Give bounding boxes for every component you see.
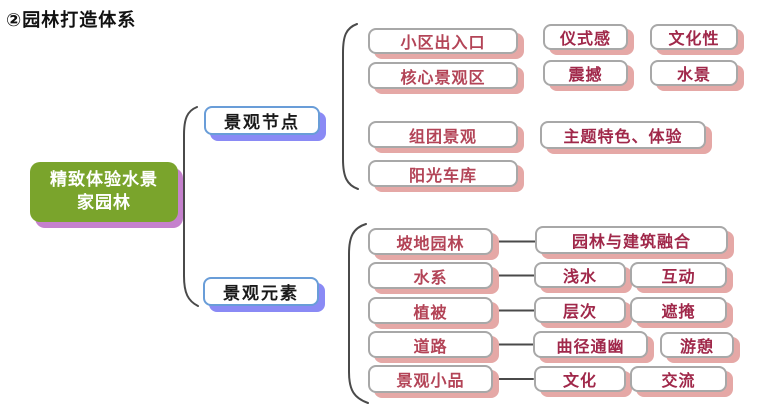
tag-label: 文化 xyxy=(562,373,597,390)
tag-label: 震撼 xyxy=(568,67,603,84)
tag-ceremony: 仪式感 xyxy=(543,24,628,50)
tag-winding-paths: 曲径通幽 xyxy=(533,331,648,358)
tag-shallow-water: 浅水 xyxy=(534,262,626,288)
node-label: 植被 xyxy=(413,304,448,322)
tag-label: 仪式感 xyxy=(559,31,611,48)
bracket-root-to-branches xyxy=(183,106,199,307)
tag-label: 互动 xyxy=(661,269,696,286)
node-roads: 道路 xyxy=(368,331,493,358)
node-core-landscape-area: 核心景观区 xyxy=(368,62,518,89)
branch-landscape-elements: 景观元素 xyxy=(203,277,319,306)
page-title: ②园林打造体系 xyxy=(6,10,137,30)
node-vegetation: 植被 xyxy=(368,297,493,324)
tag-leisure: 游憩 xyxy=(660,332,734,358)
node-label: 小区出入口 xyxy=(400,35,486,52)
tag-cultural-character: 文化性 xyxy=(650,24,738,50)
tag-theme-experience: 主题特色、体验 xyxy=(540,121,706,149)
tag-label: 交流 xyxy=(661,373,696,390)
tag-label: 遮掩 xyxy=(661,304,696,321)
node-label: 道路 xyxy=(413,338,448,356)
node-label: 水系 xyxy=(413,269,448,287)
branch-label: 景观元素 xyxy=(223,284,299,303)
node-label: 组团景观 xyxy=(408,128,477,146)
node-slope-garden: 坡地园林 xyxy=(368,228,493,255)
tag-shock: 震撼 xyxy=(543,60,628,86)
tag-communication: 交流 xyxy=(630,366,727,392)
tag-label: 水景 xyxy=(676,67,711,84)
node-community-entrance: 小区出入口 xyxy=(368,28,518,54)
tag-culture: 文化 xyxy=(534,366,626,392)
node-label: 阳光车库 xyxy=(408,167,477,185)
node-label: 核心景观区 xyxy=(400,69,486,87)
node-label: 景观小品 xyxy=(396,373,465,390)
root-node: 精致体验水景 家园林 xyxy=(30,162,178,222)
tag-waterscape: 水景 xyxy=(650,60,738,86)
tag-label: 主题特色、体验 xyxy=(563,129,683,146)
tag-label: 层次 xyxy=(562,304,597,321)
node-cluster-landscape: 组团景观 xyxy=(368,121,518,148)
node-label: 坡地园林 xyxy=(396,235,465,253)
node-landscape-features: 景观小品 xyxy=(368,365,493,393)
tag-layering: 层次 xyxy=(534,297,626,323)
tag-label: 曲径通幽 xyxy=(556,338,625,356)
bracket-landscape-elements xyxy=(348,223,369,404)
branch-landscape-nodes: 景观节点 xyxy=(204,106,320,135)
tag-garden-building-fusion: 园林与建筑融合 xyxy=(535,226,728,254)
node-water-system: 水系 xyxy=(368,262,493,289)
tag-screening: 遮掩 xyxy=(630,297,727,323)
root-label-line2: 家园林 xyxy=(77,193,131,212)
tag-label: 文化性 xyxy=(668,31,720,48)
tag-interaction: 互动 xyxy=(630,262,727,288)
tag-label: 游憩 xyxy=(679,339,714,356)
bracket-landscape-nodes xyxy=(342,23,359,190)
node-sunlight-garage: 阳光车库 xyxy=(368,160,518,187)
tag-label: 浅水 xyxy=(562,269,597,286)
branch-label: 景观节点 xyxy=(224,113,300,132)
tag-label: 园林与建筑融合 xyxy=(571,234,691,251)
root-label-line1: 精致体验水景 xyxy=(50,170,158,190)
